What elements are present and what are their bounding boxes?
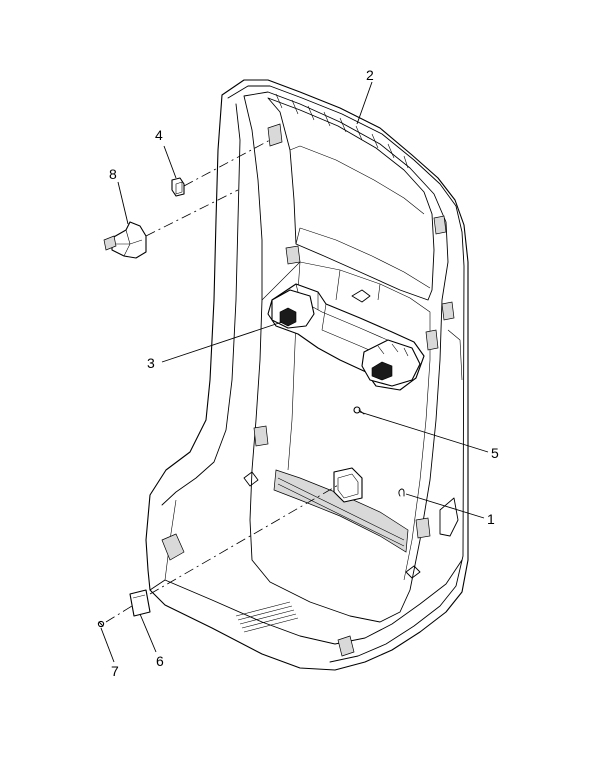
seat-back-panel xyxy=(145,79,469,690)
callout-6: 6 xyxy=(156,653,164,669)
panel-inner-frame xyxy=(243,91,449,623)
panel-outer-shell xyxy=(145,79,469,671)
pin-part-1 xyxy=(398,488,405,497)
clip-part-4 xyxy=(171,177,185,197)
callout-3: 3 xyxy=(147,355,155,371)
lower-panel-face xyxy=(261,261,431,581)
leader-lines xyxy=(100,81,489,663)
callout-7: 7 xyxy=(111,663,119,679)
assembly-center-lines xyxy=(105,139,341,623)
screw-part-7 xyxy=(97,620,105,628)
callout-labels: 2 4 8 3 5 1 6 7 xyxy=(109,67,499,679)
top-ribs xyxy=(275,93,409,169)
panel-bottom-face xyxy=(149,559,463,645)
callout-5: 5 xyxy=(491,445,499,461)
callout-1: 1 xyxy=(487,511,495,527)
upper-window-opening xyxy=(267,97,435,301)
callout-4: 4 xyxy=(155,127,163,143)
cover-part-6 xyxy=(129,589,151,617)
handle-bar-assembly xyxy=(267,283,425,391)
callout-2: 2 xyxy=(366,67,374,83)
bracket-part-8 xyxy=(103,221,147,259)
panel-inner-rim-left xyxy=(161,103,241,506)
side-clips xyxy=(161,123,455,657)
callout-8: 8 xyxy=(109,166,117,182)
strip-center-clip xyxy=(333,467,363,503)
bottom-vent-slots xyxy=(235,601,299,633)
panel-outer-rim xyxy=(227,85,465,663)
